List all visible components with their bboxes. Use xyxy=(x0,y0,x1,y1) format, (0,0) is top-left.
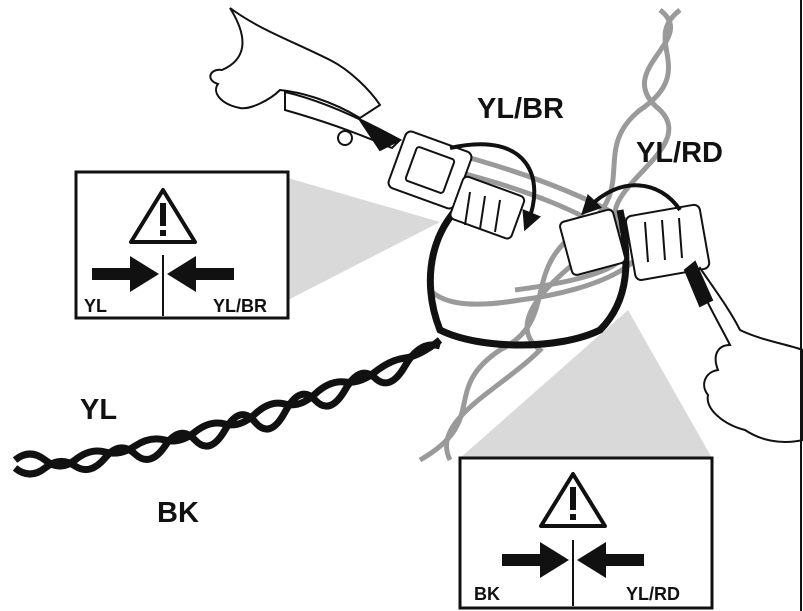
label-yl-br: YL/BR xyxy=(477,93,564,125)
label-yl-rd: YL/RD xyxy=(636,137,723,169)
callout-left-label-left: YL xyxy=(84,296,107,316)
hand-with-pliers-bottom xyxy=(685,262,803,442)
callout-box-left: YL YL/BR xyxy=(76,172,288,318)
label-yl: YL xyxy=(80,394,117,426)
hand-with-pliers-top xyxy=(210,8,400,150)
black-twisted-wire xyxy=(15,340,440,474)
callout-right-label-right: YL/RD xyxy=(626,584,680,604)
callout-box-right: BK YL/RD xyxy=(460,458,712,608)
callout-right-label-left: BK xyxy=(474,584,500,604)
label-bk: BK xyxy=(157,497,199,529)
callout-left-label-right: YL/BR xyxy=(213,296,267,316)
